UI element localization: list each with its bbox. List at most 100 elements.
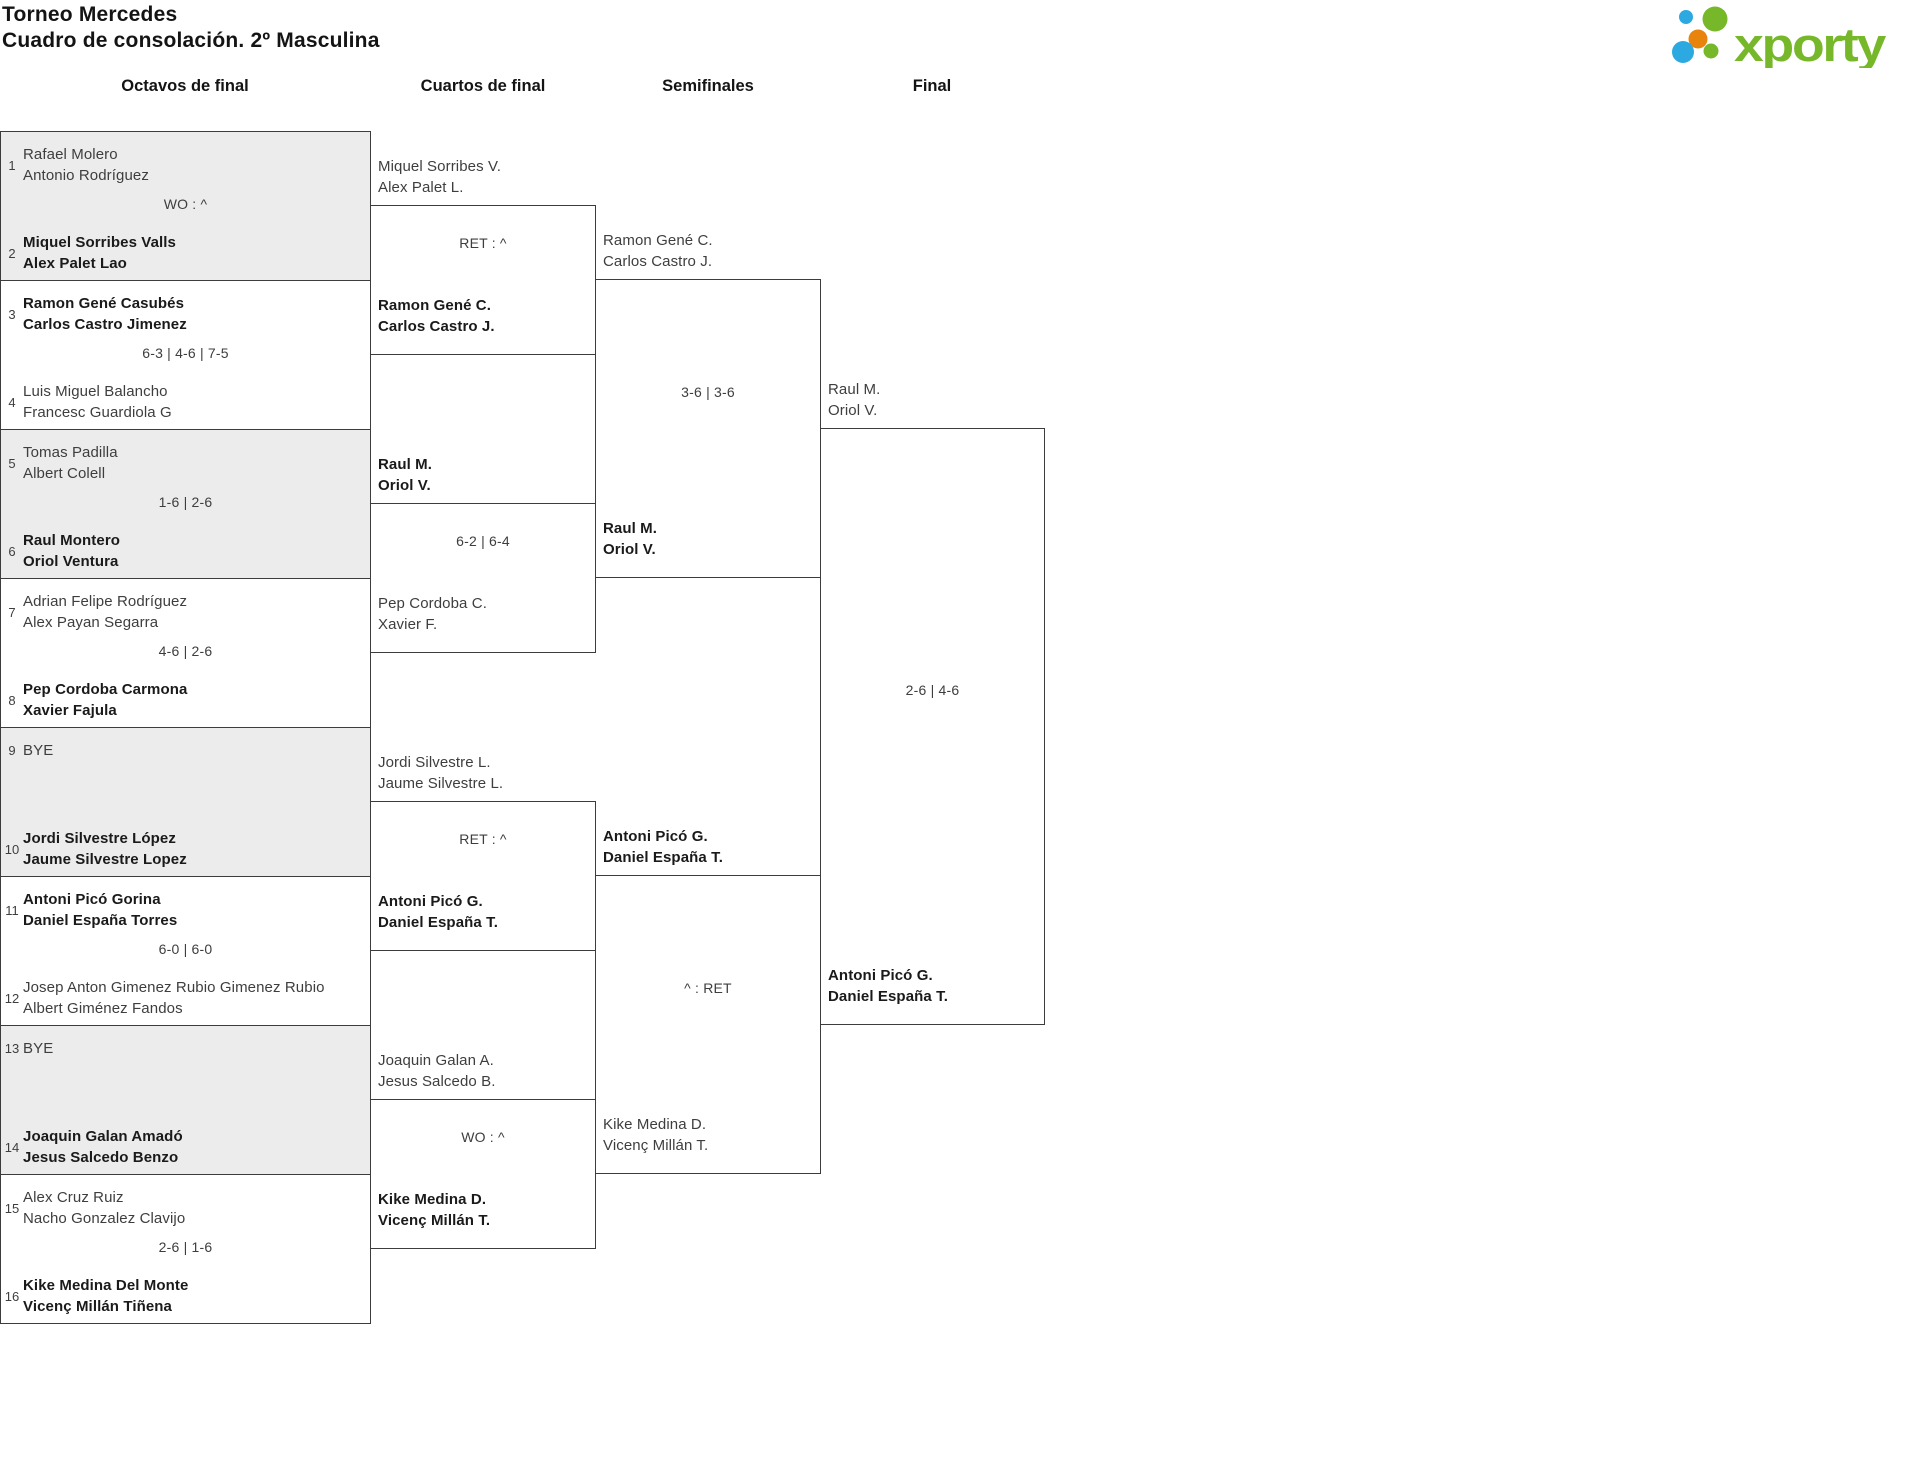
seed-number: 14	[4, 1139, 20, 1155]
player-name: Raul M.	[828, 381, 881, 398]
seed-number: 9	[8, 743, 16, 758]
match-final: Raul M. Oriol V. 2-6 | 4-6 Antoni Picó G…	[820, 381, 1045, 1025]
xporty-logo-text: xporty	[1734, 18, 1886, 68]
player-name: Ramon Gené Casubés	[23, 295, 185, 312]
match-slot: 11 Antoni Picó Gorina Daniel España Torr…	[1, 889, 370, 931]
player-name: Jesus Salcedo Benzo	[23, 1149, 179, 1166]
team-names: Antoni Picó Gorina Daniel España Torres	[23, 889, 177, 931]
player-name: Carlos Castro J.	[378, 318, 495, 335]
team-names: Miquel Sorribes Valls Alex Palet Lao	[23, 232, 176, 274]
player-name: Luis Miguel Balancho	[23, 383, 168, 400]
round-header-semifinales: Semifinales	[662, 77, 754, 95]
player-name: BYE	[23, 742, 54, 759]
player-name: Alex Payan Segarra	[23, 614, 159, 631]
player-name: Albert Colell	[23, 465, 106, 482]
player-name: Raul M.	[603, 520, 658, 537]
match-slot: 7 Adrian Felipe Rodríguez Alex Payan Seg…	[1, 591, 370, 633]
team-names: Raul M. Oriol V.	[378, 454, 432, 496]
match-score: 1-6 | 2-6	[158, 494, 213, 510]
team-names: Joaquin Galan Amadó Jesus Salcedo Benzo	[23, 1126, 183, 1168]
team-names: Antoni Picó G. Daniel España T.	[828, 965, 948, 1007]
player-name: Oriol V.	[378, 477, 431, 494]
player-name: Daniel España T.	[603, 849, 723, 866]
player-name: Antoni Picó G.	[603, 828, 708, 845]
player-name: Adrian Felipe Rodríguez	[23, 593, 188, 610]
match-slot: 5 Tomas Padilla Albert Colell	[1, 442, 370, 484]
xporty-logo-dots-icon	[1672, 6, 1728, 63]
player-name: Francesc Guardiola G	[23, 404, 172, 421]
match-slot: 2 Miquel Sorribes Valls Alex Palet Lao	[1, 232, 370, 274]
seed-number: 12	[4, 990, 20, 1006]
team-names: Joaquin Galan A. Jesus Salcedo B.	[378, 1050, 496, 1092]
match-score: RET : ^	[459, 235, 507, 251]
round-header-octavos: Octavos de final	[121, 77, 249, 95]
team-names: Antoni Picó G. Daniel España T.	[378, 891, 498, 933]
round-header-cuartos: Cuartos de final	[420, 77, 546, 95]
match-slot: 9 BYE	[1, 740, 370, 761]
team-names: Adrian Felipe Rodríguez Alex Payan Segar…	[23, 591, 187, 633]
player-name: Kike Medina D.	[603, 1116, 707, 1133]
match-score: RET : ^	[459, 831, 507, 847]
match-slot: 16 Kike Medina Del Monte Vicenç Millán T…	[1, 1275, 370, 1317]
match-slot: 1 Rafael Molero Antonio Rodríguez	[1, 144, 370, 186]
team-names: Pep Cordoba Carmona Xavier Fajula	[23, 679, 187, 721]
xporty-logo-icon: xporty	[1672, 6, 1888, 71]
team-names: Raul M. Oriol V.	[603, 518, 657, 560]
player-name: Tomas Padilla	[23, 444, 118, 461]
player-name: Antonio Rodríguez	[23, 167, 149, 184]
seed-number: 2	[8, 245, 16, 261]
player-name: Rafael Molero	[23, 146, 118, 163]
seed-number: 13	[4, 1041, 20, 1056]
round-header-final: Final	[912, 77, 952, 95]
player-name: Alex Palet Lao	[23, 255, 127, 272]
match-qf-3: Jordi Silvestre L. Jaume Silvestre L. RE…	[370, 754, 596, 951]
match-slot: 6 Raul Montero Oriol Ventura	[1, 530, 370, 572]
player-name: Nacho Gonzalez Clavijo	[23, 1210, 186, 1227]
team-names: Kike Medina D. Vicenç Millán T.	[378, 1189, 490, 1231]
player-name: Miquel Sorribes V.	[378, 158, 501, 175]
bracket-subtitle: Cuadro de consolación. 2º Masculina	[2, 29, 380, 52]
match-score: 2-6 | 4-6	[905, 681, 960, 698]
match-score: 3-6 | 3-6	[681, 383, 735, 400]
match-r16-2: 3 Ramon Gené Casubés Carlos Castro Jimen…	[0, 280, 371, 430]
player-name: Daniel España T.	[378, 914, 498, 931]
match-sf-2: Antoni Picó G. Daniel España T. ^ : RET …	[595, 828, 821, 1174]
match-r16-5: 9 BYE 10 Jordi Silvestre López Jaume Sil…	[0, 727, 371, 877]
match-sf-1: Ramon Gené C. Carlos Castro J. 3-6 | 3-6…	[595, 232, 821, 578]
team-names: Tomas Padilla Albert Colell	[23, 442, 118, 484]
team-names: Ramon Gené C. Carlos Castro J.	[603, 230, 713, 272]
team-names: Josep Anton Gimenez Rubio Gimenez Rubio …	[23, 977, 325, 1019]
match-r16-8: 15 Alex Cruz Ruiz Nacho Gonzalez Clavijo…	[0, 1174, 371, 1324]
match-score: WO : ^	[163, 196, 208, 212]
match-slot: 4 Luis Miguel Balancho Francesc Guardiol…	[1, 381, 370, 423]
match-score: 2-6 | 1-6	[158, 1239, 213, 1255]
player-name: Raul M.	[378, 456, 433, 473]
team-names: Raul Montero Oriol Ventura	[23, 530, 120, 572]
seed-number: 4	[8, 394, 16, 410]
player-name: Kike Medina Del Monte	[23, 1277, 189, 1294]
seed-number: 15	[4, 1200, 20, 1216]
team-names: Ramon Gené Casubés Carlos Castro Jimenez	[23, 293, 187, 335]
player-name: Vicenç Millán T.	[378, 1212, 491, 1229]
match-score: 4-6 | 2-6	[158, 643, 213, 659]
match-slot: 3 Ramon Gené Casubés Carlos Castro Jimen…	[1, 293, 370, 335]
player-name: Jordi Silvestre López	[23, 830, 176, 847]
player-name: Jesus Salcedo B.	[378, 1073, 496, 1090]
player-name: Miquel Sorribes Valls	[23, 234, 176, 251]
player-name: Daniel España Torres	[23, 912, 178, 929]
match-qf-4: Joaquin Galan A. Jesus Salcedo B. WO : ^…	[370, 1052, 596, 1249]
team-names: Raul M. Oriol V.	[828, 379, 880, 421]
match-slot: 14 Joaquin Galan Amadó Jesus Salcedo Ben…	[1, 1126, 370, 1168]
xporty-logo[interactable]: xporty	[1668, 4, 1893, 71]
player-name: Antoni Picó G.	[378, 893, 483, 910]
match-r16-7: 13 BYE 14 Joaquin Galan Amadó Jesus Salc…	[0, 1025, 371, 1175]
player-name: Oriol Ventura	[23, 553, 119, 570]
match-score: 6-2 | 6-4	[456, 533, 510, 549]
match-qf-1: Miquel Sorribes V. Alex Palet L. RET : ^…	[370, 158, 596, 355]
match-score: 6-3 | 4-6 | 7-5	[142, 345, 229, 361]
player-name: Vicenç Millán Tiñena	[23, 1298, 172, 1315]
player-name: Pep Cordoba Carmona	[23, 681, 188, 698]
player-name: Alex Cruz Ruiz	[23, 1189, 124, 1206]
team-names: Luis Miguel Balancho Francesc Guardiola …	[23, 381, 172, 423]
